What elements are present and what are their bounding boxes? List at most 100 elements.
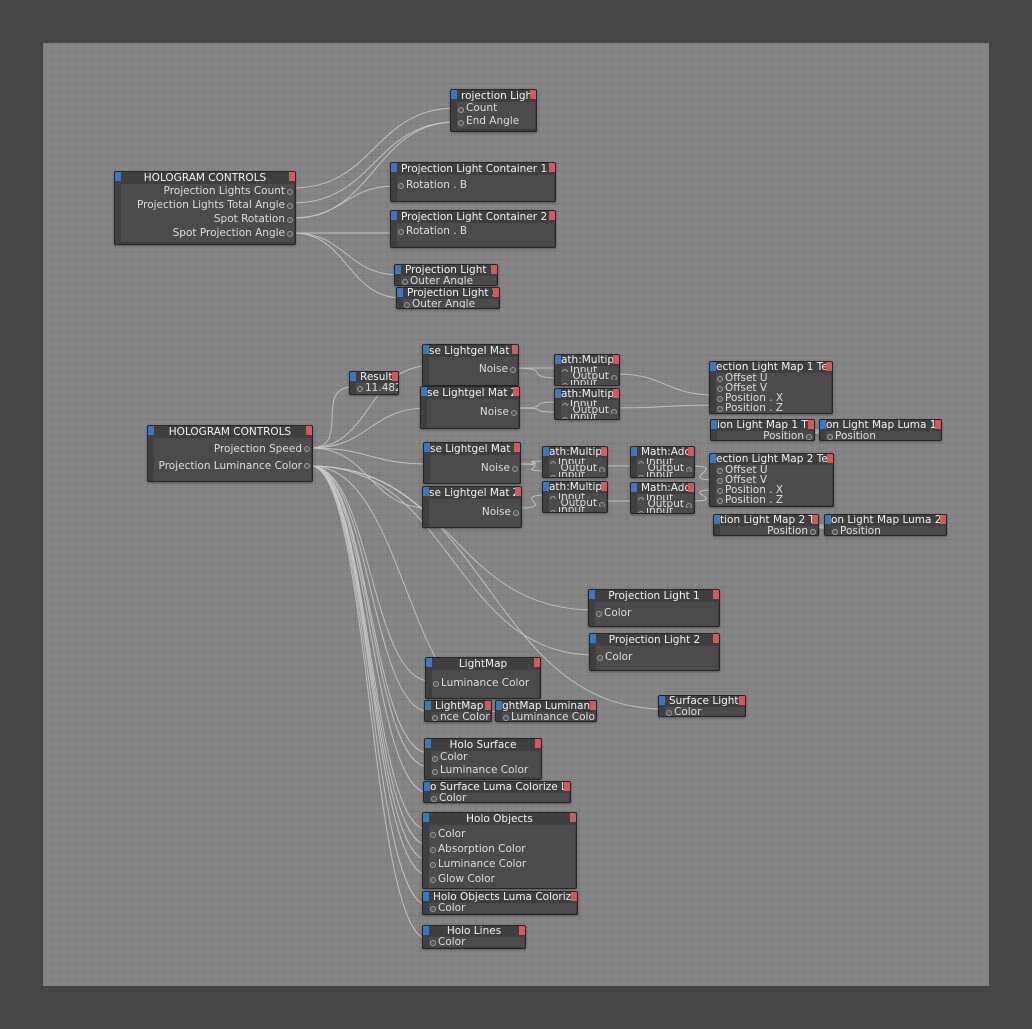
port-offset-v[interactable]: Offset V	[716, 383, 831, 393]
lightgel-mat-z-node-2[interactable]: se Lightgel Mat Z Noise	[422, 486, 522, 528]
projection-light-top-node[interactable]: rojection Light Count End Angle	[450, 89, 537, 132]
port-noise[interactable]: Noise	[427, 405, 518, 420]
port-output[interactable]: Output	[561, 372, 618, 380]
port-count[interactable]: Count	[457, 102, 535, 115]
port-input[interactable]: Input	[561, 414, 618, 419]
port-projection-lights-count[interactable]: Projection Lights Count	[121, 184, 294, 199]
port-luminance-color[interactable]: Luminance Color	[432, 676, 539, 691]
port-luminance-color[interactable]: Luminance Color	[429, 857, 575, 872]
port-position[interactable]: Position	[720, 526, 817, 535]
port-luminance-color[interactable]: nce Color	[431, 712, 490, 721]
projection-light-1-angle-node[interactable]: Projection Light 1 Outer Angle	[394, 264, 498, 286]
port-color[interactable]: Color	[429, 903, 576, 913]
port-input[interactable]: Input	[561, 366, 618, 372]
port-rotation-b[interactable]: Rotation . B	[397, 224, 554, 239]
lightgel-mat-z-node-1[interactable]: se Lightgel Mat Z Noise	[420, 386, 520, 429]
port-outer-angle[interactable]: Outer Angle	[401, 276, 496, 285]
port-color[interactable]: Color	[595, 606, 718, 621]
wire-7	[310, 386, 354, 449]
wire-40	[310, 465, 429, 906]
projection-light-1-color-node[interactable]: Projection Light 1 Color	[588, 589, 720, 627]
lightgel-mat-x-node-2[interactable]: se Lightgel Mat X Noise	[423, 442, 521, 484]
port-output[interactable]: Output	[637, 500, 693, 508]
port-input[interactable]: Input	[549, 493, 606, 499]
projection-light-map-1-tex-node[interactable]: ection Light Map 1 Tex Offset U Offset V…	[709, 361, 833, 414]
port-output[interactable]: Output	[549, 499, 606, 507]
node-editor-canvas[interactable]: HOLOGRAM CONTROLS Projection Lights Coun…	[43, 43, 989, 986]
port-input[interactable]: Input	[561, 400, 618, 406]
port-input[interactable]: Input	[549, 458, 606, 464]
port-projection-luminance-color[interactable]: Projection Luminance Color	[154, 458, 311, 475]
hologram-controls-node-2[interactable]: HOLOGRAM CONTROLS Projection Speed Proje…	[147, 425, 313, 482]
port-position-z[interactable]: Position . Z	[716, 495, 832, 505]
port-input[interactable]: Input	[549, 472, 606, 477]
lightmap-node[interactable]: LightMap Luminance Color	[425, 657, 541, 699]
lightmap-node-2[interactable]: LightMap nce Color	[424, 700, 492, 722]
port-output[interactable]: Output	[549, 464, 606, 472]
holo-objects-luma-colorizer-node[interactable]: Holo Objects Luma Colorizer Color	[422, 891, 578, 915]
port-position[interactable]: Position	[717, 431, 813, 440]
port-offset-v[interactable]: Offset V	[716, 475, 832, 485]
result-node[interactable]: Result 11.482	[349, 371, 399, 395]
light-map-2-t-node[interactable]: tion Light Map 2 T Position	[713, 514, 819, 536]
math-add-node-2[interactable]: Math:Add Input Output Input	[630, 482, 695, 514]
holo-objects-node[interactable]: Holo Objects Color Absorption Color Lumi…	[422, 812, 577, 889]
port-spot-projection-angle[interactable]: Spot Projection Angle	[121, 226, 294, 241]
port-offset-u[interactable]: Offset U	[716, 373, 831, 383]
port-luminance-color[interactable]: Luminance Color	[502, 712, 595, 721]
port-noise[interactable]: Noise	[430, 461, 519, 476]
light-map-luma-1-node[interactable]: on Light Map Luma 1 Position	[819, 419, 942, 441]
port-outer-angle[interactable]: Outer Angle	[403, 299, 498, 308]
port-position[interactable]: Position	[826, 431, 940, 440]
port-position-x[interactable]: Position . X	[716, 485, 832, 495]
port-input[interactable]: Input	[637, 508, 693, 513]
port-input[interactable]: Input	[549, 507, 606, 512]
lightgel-mat-x-node-1[interactable]: se Lightgel Mat X Noise	[422, 344, 519, 386]
port-projection-speed[interactable]: Projection Speed	[154, 441, 311, 458]
projection-light-map-2-tex-node[interactable]: ection Light Map 2 Tex Offset U Offset V…	[709, 453, 834, 507]
port-projection-lights-total-angle[interactable]: Projection Lights Total Angle	[121, 198, 294, 213]
port-input[interactable]: Input	[561, 380, 618, 385]
light-map-luma-2-node[interactable]: on Light Map Luma 2 Position	[824, 514, 947, 536]
result-value: 11.482	[356, 383, 398, 394]
port-end-angle[interactable]: End Angle	[457, 115, 535, 128]
port-output[interactable]: Output	[637, 464, 693, 472]
holo-lines-node[interactable]: Holo Lines Color	[422, 925, 526, 949]
port-noise[interactable]: Noise	[429, 505, 520, 520]
hologram-controls-node-1[interactable]: HOLOGRAM CONTROLS Projection Lights Coun…	[114, 171, 296, 245]
port-spot-rotation[interactable]: Spot Rotation	[121, 212, 294, 227]
port-noise[interactable]: Noise	[429, 362, 517, 377]
port-input[interactable]: Input	[637, 472, 693, 477]
projection-light-container-2-node[interactable]: Projection Light Container 2 Rotation . …	[390, 210, 556, 248]
projection-light-2-color-node[interactable]: Projection Light 2 Color	[589, 633, 720, 671]
port-glow-color[interactable]: Glow Color	[429, 872, 575, 887]
port-position[interactable]: Position	[831, 526, 945, 535]
lightmap-luminance-node[interactable]: ghtMap Luminan Luminance Color	[495, 700, 597, 722]
surface-light-node[interactable]: Surface Light Color	[658, 695, 746, 717]
port-color[interactable]: Color	[665, 707, 744, 716]
math-add-node-1[interactable]: Math:Add Input Output Input	[630, 446, 695, 478]
math-multiply-node-4[interactable]: ath:Multip Input Output Input	[542, 481, 608, 513]
light-map-1-t-node[interactable]: ion Light Map 1 T Position	[710, 419, 815, 441]
port-input[interactable]: Input	[637, 458, 693, 464]
projection-light-2-angle-node[interactable]: Projection Light 2 Outer Angle	[396, 287, 500, 309]
port-color[interactable]: Color	[430, 793, 569, 802]
port-luminance-color[interactable]: Luminance Color	[431, 764, 540, 777]
port-position-x[interactable]: Position . X	[716, 393, 831, 403]
port-output[interactable]: Output	[561, 406, 618, 414]
port-rotation-b[interactable]: Rotation . B	[397, 178, 554, 193]
holo-surface-node[interactable]: Holo Surface Color Luminance Color	[424, 738, 542, 780]
port-offset-u[interactable]: Offset U	[716, 465, 832, 475]
port-color[interactable]: Color	[596, 650, 718, 665]
math-multiply-node-1[interactable]: ath:Multip Input Output Input	[554, 354, 620, 386]
port-color[interactable]: Color	[429, 937, 524, 947]
port-position-z[interactable]: Position . Z	[716, 403, 831, 413]
holo-surface-luma-colorize-node[interactable]: o Surface Luma Colorize La Color	[423, 781, 571, 803]
port-color[interactable]: Color	[431, 751, 540, 764]
projection-light-container-1-node[interactable]: Projection Light Container 1 Rotation . …	[390, 162, 556, 202]
port-absorption-color[interactable]: Absorption Color	[429, 842, 575, 857]
port-color[interactable]: Color	[429, 827, 575, 842]
math-multiply-node-3[interactable]: ath:Multip Input Output Input	[542, 446, 608, 478]
math-multiply-node-2[interactable]: ath:Multip Input Output Input	[554, 388, 620, 420]
port-input[interactable]: Input	[637, 494, 693, 500]
